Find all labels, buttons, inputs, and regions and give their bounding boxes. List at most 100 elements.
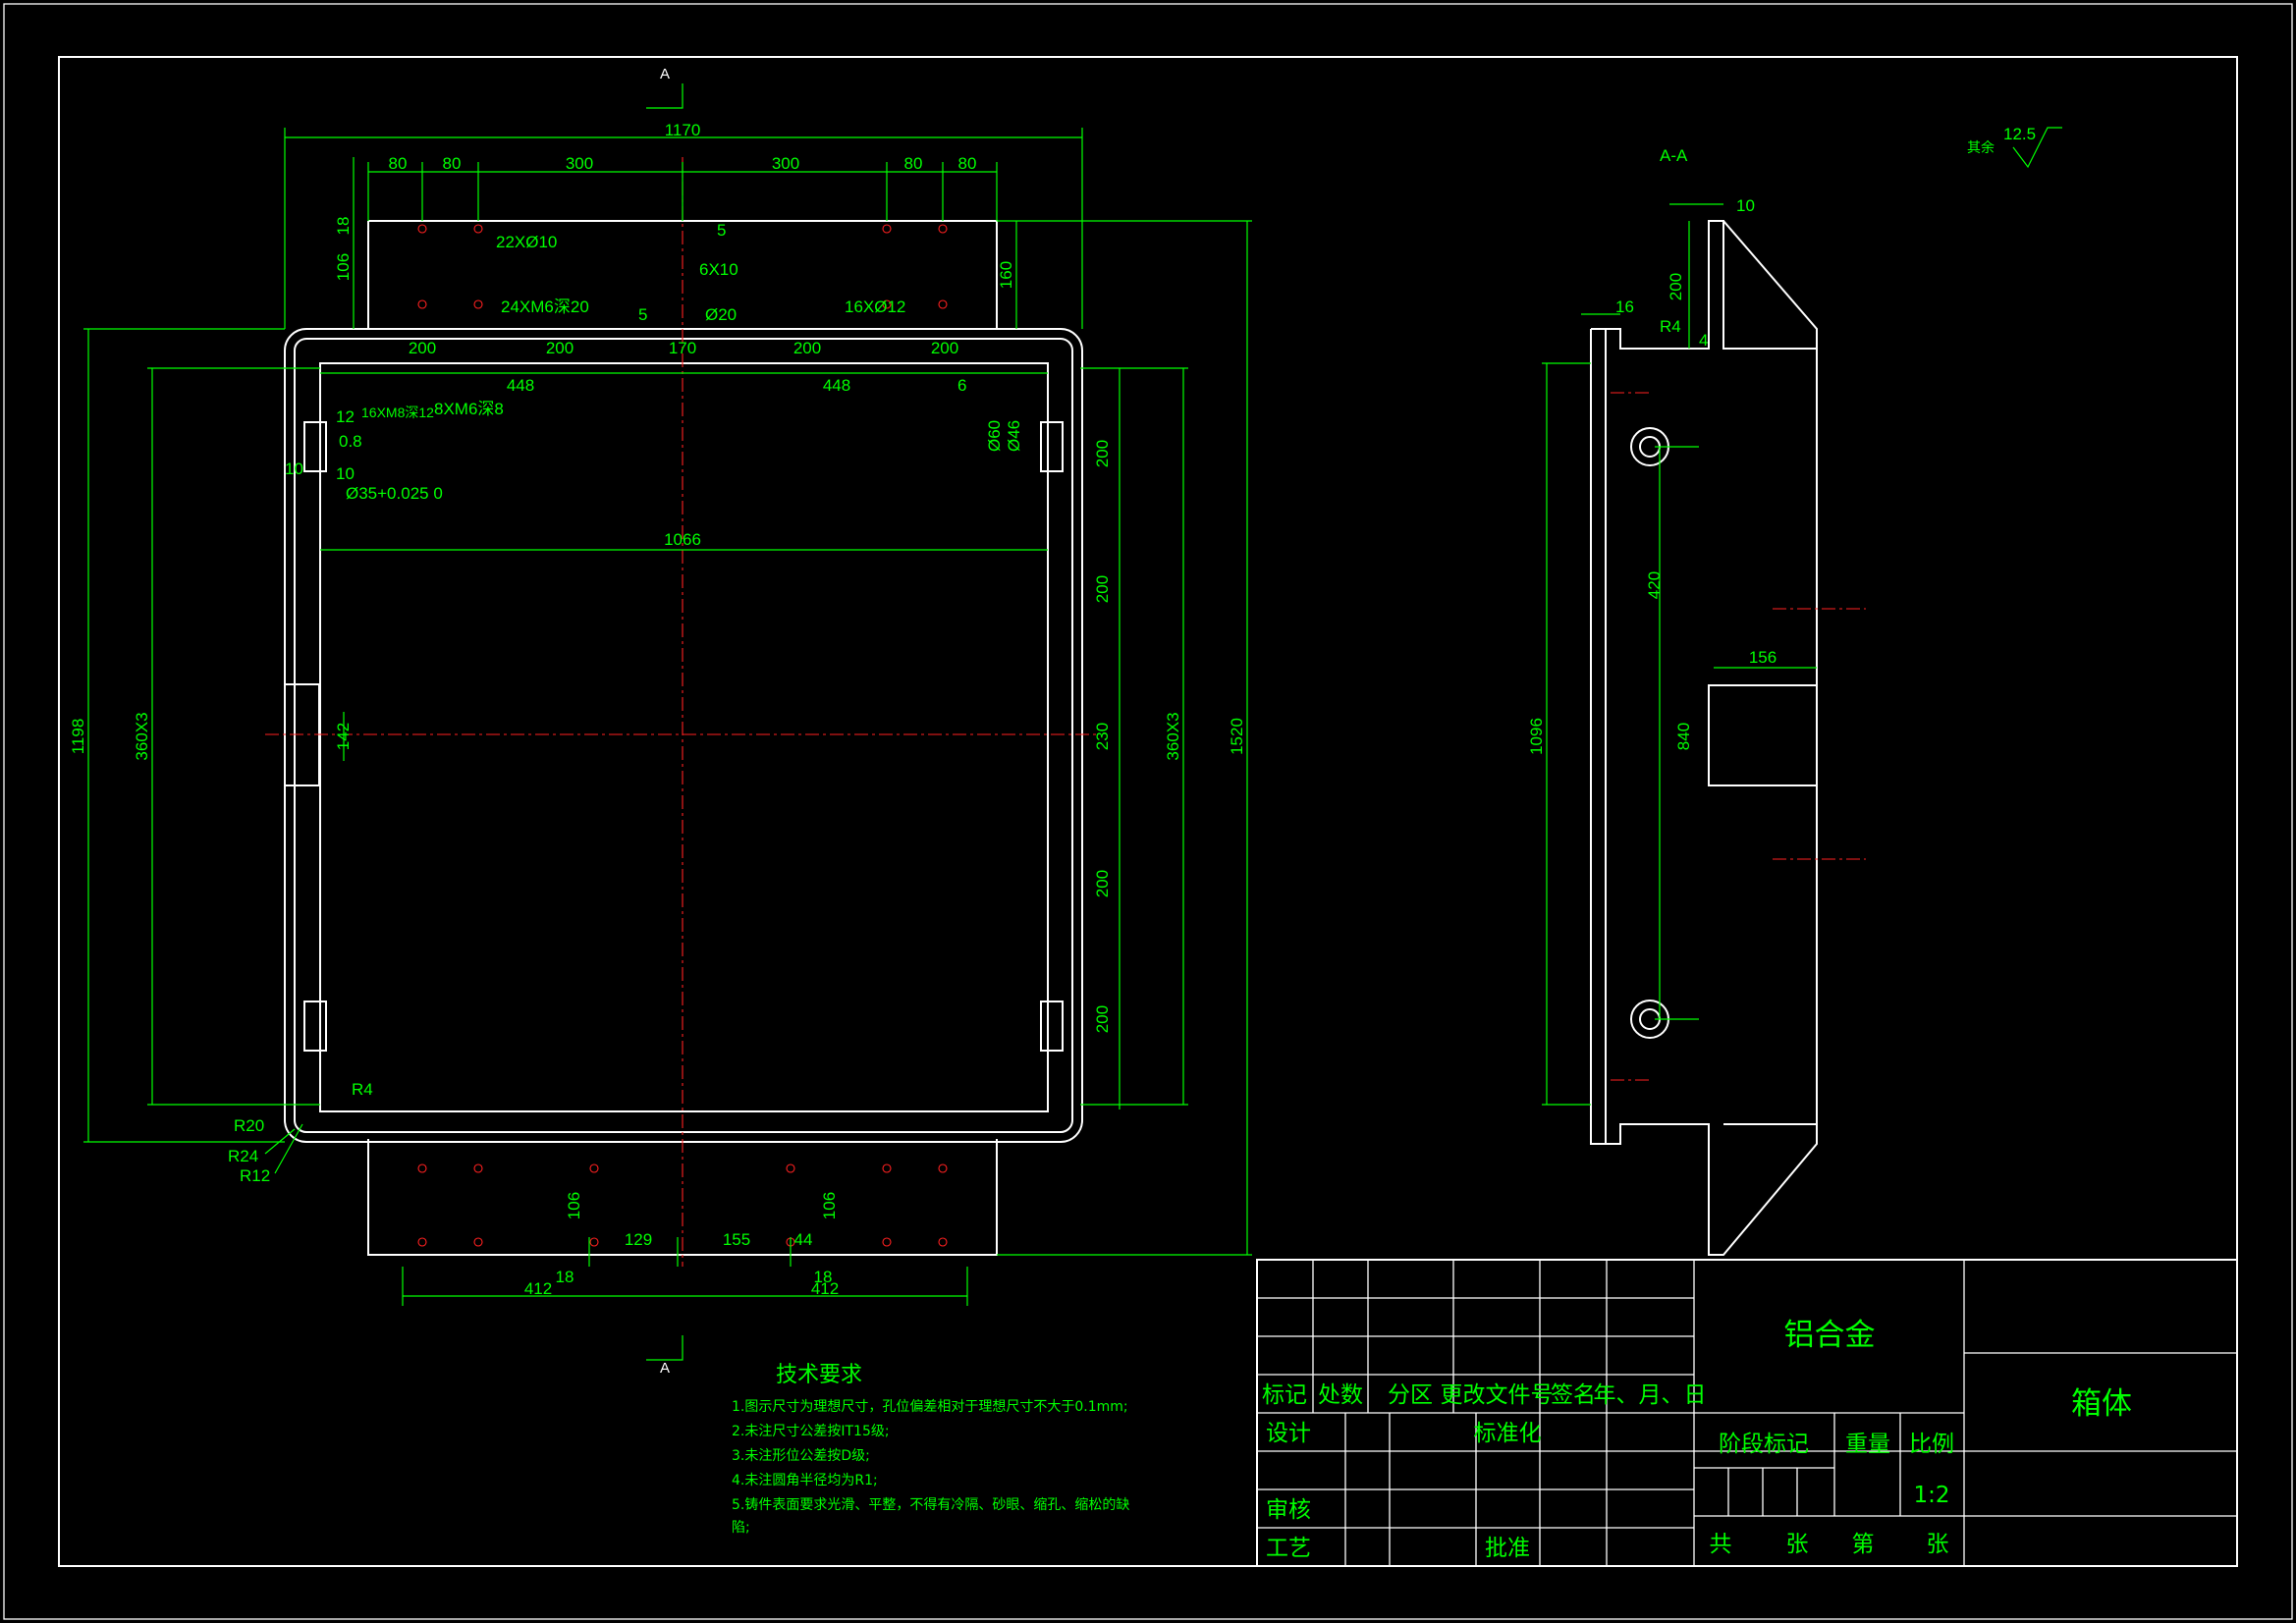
sheets-unit-2: 张 [1927,1532,1949,1557]
scale-label: 比例 [1909,1432,1954,1457]
sec-dim-1096: 1096 [1527,718,1546,755]
sheets-unit-1: 张 [1786,1532,1809,1557]
material-label: 铝合金 [1784,1318,1876,1353]
dim-24xm6: 24XM6深20 [501,298,589,316]
header-change-doc: 更改文件号 [1441,1382,1554,1408]
tech-note-5: 5.铸件表面要求光滑、平整，不得有冷隔、砂眼、缩孔、缩松的缺 [732,1496,1129,1513]
sheet-no-label: 第 [1852,1532,1875,1557]
dim-12: 12 [336,407,355,426]
sheets-total-label: 共 [1710,1532,1732,1557]
tech-note-2: 2.未注尺寸公差按IT15级; [732,1424,890,1439]
dim-106-bl: 106 [565,1192,583,1219]
tech-note-5-cont: 陷; [732,1520,750,1536]
standardization-label: 标准化 [1474,1421,1542,1446]
dim-18-top: 18 [334,217,353,236]
dim-d46: Ø46 [1005,420,1023,452]
dim-106-top: 106 [334,253,353,281]
dim-160: 160 [997,261,1015,289]
dim-80-b: 80 [443,154,462,173]
dim-5-mid: 5 [638,305,647,324]
dim-412-b: 412 [811,1279,839,1298]
dim-200-b: 200 [546,339,574,357]
section-view: A-A 10 200 16 R4 4 420 156 840 1096 [1527,146,1866,1256]
dim-d35-tol: Ø35+0.025 0 [346,484,443,503]
dim-16xm8: 16XM8深12 [361,405,434,420]
process-label: 工艺 [1266,1536,1311,1561]
dim-6x10: 6X10 [699,260,738,279]
dim-200-r2: 200 [1093,575,1112,603]
title-block: 铝合金 箱体 标记 处数 分区 更改文件号 签名 年、月、日 设计 标准化 审核… [1256,1259,2238,1567]
dim-10-a: 10 [285,460,303,478]
tech-notes-title: 技术要求 [776,1363,862,1387]
dim-230: 230 [1093,723,1112,750]
dim-r12: R12 [240,1166,270,1185]
dim-1066: 1066 [664,530,701,549]
dim-200-a: 200 [409,339,436,357]
dim-448-b: 448 [823,376,850,395]
dim-1520: 1520 [1228,718,1246,755]
roughness-symbol: 其余 12.5 [1967,125,2062,169]
dim-6: 6 [957,376,966,395]
dim-1170: 1170 [665,121,701,139]
dim-300-b: 300 [772,154,799,173]
sec-dim-156: 156 [1749,648,1777,667]
sec-dim-200: 200 [1667,273,1685,300]
header-date: 年、月、日 [1594,1382,1707,1408]
section-marker-top: A [660,66,670,82]
scale-value: 1:2 [1913,1483,1949,1508]
dim-142: 142 [334,723,353,750]
dim-200-r4: 200 [1093,1005,1112,1033]
sec-dim-10: 10 [1736,196,1755,215]
stage-mark-label: 阶段标记 [1719,1432,1809,1457]
dim-5-top: 5 [717,221,726,240]
dim-22x-d10: 22XØ10 [496,233,557,251]
header-count: 处数 [1318,1382,1363,1408]
drawing-frame [58,56,2238,1567]
dim-170: 170 [669,339,696,357]
dim-10-b: 10 [336,464,355,483]
dim-155: 155 [723,1230,750,1249]
dim-18-br: 18 [814,1268,833,1286]
sec-dim-r4: R4 [1660,317,1681,336]
header-zone: 分区 [1388,1382,1433,1408]
approve-label: 批准 [1485,1536,1530,1561]
dim-200-c: 200 [793,339,821,357]
section-view-label: A-A [1660,146,1688,165]
dim-360x3-right: 360X3 [1164,712,1182,760]
sec-dim-16: 16 [1615,298,1634,316]
dim-200-r3: 200 [1093,870,1112,897]
sec-dim-4: 4 [1699,331,1708,350]
dim-412-a: 412 [524,1279,552,1298]
review-label: 审核 [1266,1497,1311,1523]
tech-note-4: 4.未注圆角半径均为R1; [732,1473,878,1488]
tech-note-1: 1.图示尺寸为理想尺寸，孔位偏差相对于理想尺寸不大于0.1mm; [732,1399,1128,1415]
header-signature: 签名 [1551,1382,1596,1408]
dim-r4: R4 [352,1080,373,1099]
dim-18-bl: 18 [556,1268,574,1286]
dim-1198: 1198 [69,719,87,755]
weight-label: 重量 [1845,1432,1890,1457]
dim-106-br: 106 [820,1192,839,1219]
dim-r24: R24 [228,1147,258,1165]
part-name: 箱体 [2071,1386,2132,1422]
dim-360x3-left: 360X3 [133,712,151,760]
dim-d20: Ø20 [705,305,737,324]
dim-129: 129 [625,1230,652,1249]
header-mark: 标记 [1262,1382,1307,1408]
sec-dim-840: 840 [1674,723,1693,750]
dim-r20: R20 [234,1116,264,1135]
design-label: 设计 [1266,1421,1311,1446]
dim-200-d: 200 [931,339,958,357]
dim-8xm6: 8XM6深8 [434,400,504,418]
tech-note-3: 3.未注形位公差按D级; [732,1448,870,1464]
roughness-prefix: 其余 [1967,139,1995,155]
dim-d60: Ø60 [985,420,1004,452]
roughness-value: 12.5 [2003,125,2036,143]
outer-border [3,3,2293,1620]
sec-dim-420: 420 [1645,571,1664,599]
dim-448-a: 448 [507,376,534,395]
dim-200-r1: 200 [1093,440,1112,467]
dim-80-a: 80 [389,154,408,173]
tech-notes: 技术要求 1.图示尺寸为理想尺寸，孔位偏差相对于理想尺寸不大于0.1mm; 2.… [732,1363,1129,1536]
